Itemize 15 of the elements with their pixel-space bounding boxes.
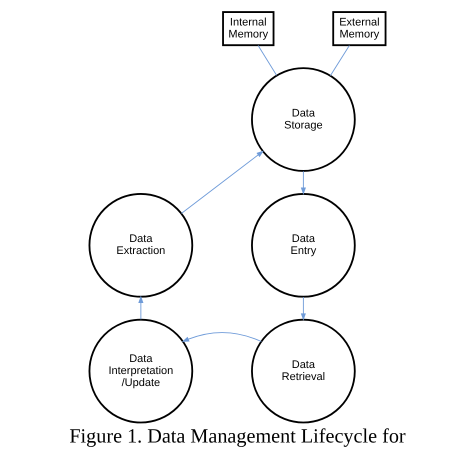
node-box: External Memory (332, 11, 386, 46)
arrow (138, 296, 143, 320)
arrow (180, 150, 264, 214)
node-circle: Data Retrieval (250, 318, 356, 424)
arrow (300, 170, 306, 195)
caption: Figure 1. Data Management Lifecycle for (68, 425, 406, 448)
arrow (181, 332, 262, 342)
node-circle: Data Entry (250, 192, 356, 298)
node-box: Internal Memory (222, 11, 274, 46)
connector (257, 45, 277, 76)
node-circle: Data Storage (250, 67, 356, 172)
node-circle: Data Extraction (88, 192, 193, 298)
connector (329, 45, 350, 76)
node-circle: Data Interpretation /Update (88, 318, 193, 424)
arrow (300, 296, 306, 321)
